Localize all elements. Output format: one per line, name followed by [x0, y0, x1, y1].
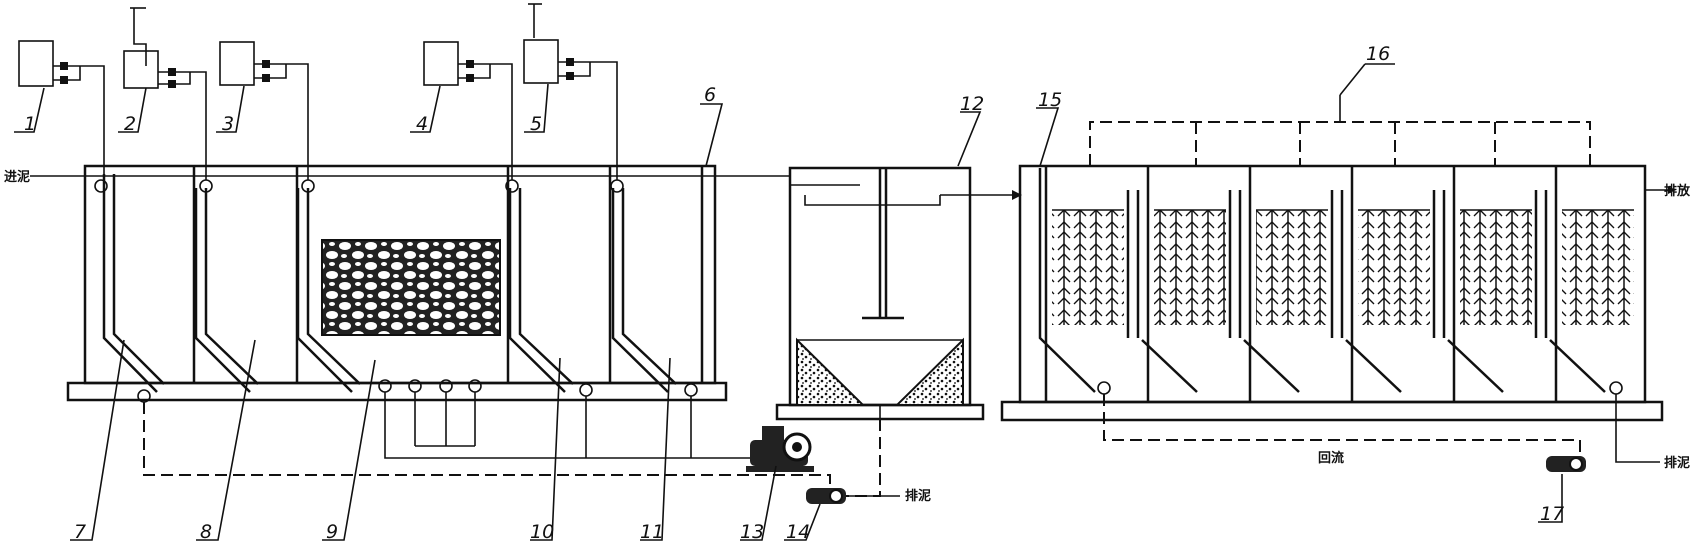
- callout-1: 1: [24, 113, 36, 135]
- media-bed: [321, 239, 501, 336]
- leader-lines: [14, 83, 1563, 541]
- callout-17: 17: [1540, 503, 1564, 525]
- callout-15: 15: [1038, 89, 1062, 111]
- sludge-label-right: 排泥: [1664, 455, 1690, 471]
- callout-10: 10: [530, 521, 554, 543]
- pump-14: [806, 488, 846, 504]
- callout-8: 8: [200, 521, 212, 543]
- callout-11: 11: [640, 521, 664, 543]
- sludge-label-left: 排泥: [905, 488, 931, 504]
- return-label: 回流: [1318, 450, 1344, 466]
- callout-5: 5: [530, 113, 542, 135]
- callout-2: 2: [124, 113, 136, 135]
- right-tank: [1000, 63, 1676, 463]
- baffles-left: [102, 174, 677, 393]
- callout-7: 7: [74, 521, 86, 543]
- callout-12: 12: [960, 93, 984, 115]
- blower-13: [746, 426, 814, 472]
- outlet-label: 排放: [1664, 183, 1691, 199]
- callout-numbers: 1 2 3 4 5 6 7 8 9 10 11 12 13 14 15 16 1…: [24, 43, 1564, 543]
- flow-labels: 进泥 排泥 回流 排泥 排放: [4, 170, 1691, 504]
- dosing-units: [18, 3, 618, 180]
- settling-tank: [775, 166, 1022, 421]
- callout-16: 16: [1366, 43, 1390, 65]
- pumps-and-lines: [143, 402, 1586, 504]
- callout-14: 14: [786, 521, 810, 543]
- baffles-right: [1038, 168, 1606, 393]
- callout-6: 6: [704, 84, 716, 106]
- left-tank: [30, 164, 790, 459]
- callout-9: 9: [326, 521, 338, 543]
- inlet-label: 进泥: [4, 170, 30, 185]
- pump-17: [1546, 456, 1586, 472]
- callout-13: 13: [740, 521, 764, 543]
- callout-3: 3: [222, 113, 234, 135]
- fill-media: [1052, 209, 1634, 325]
- callout-4: 4: [416, 113, 428, 135]
